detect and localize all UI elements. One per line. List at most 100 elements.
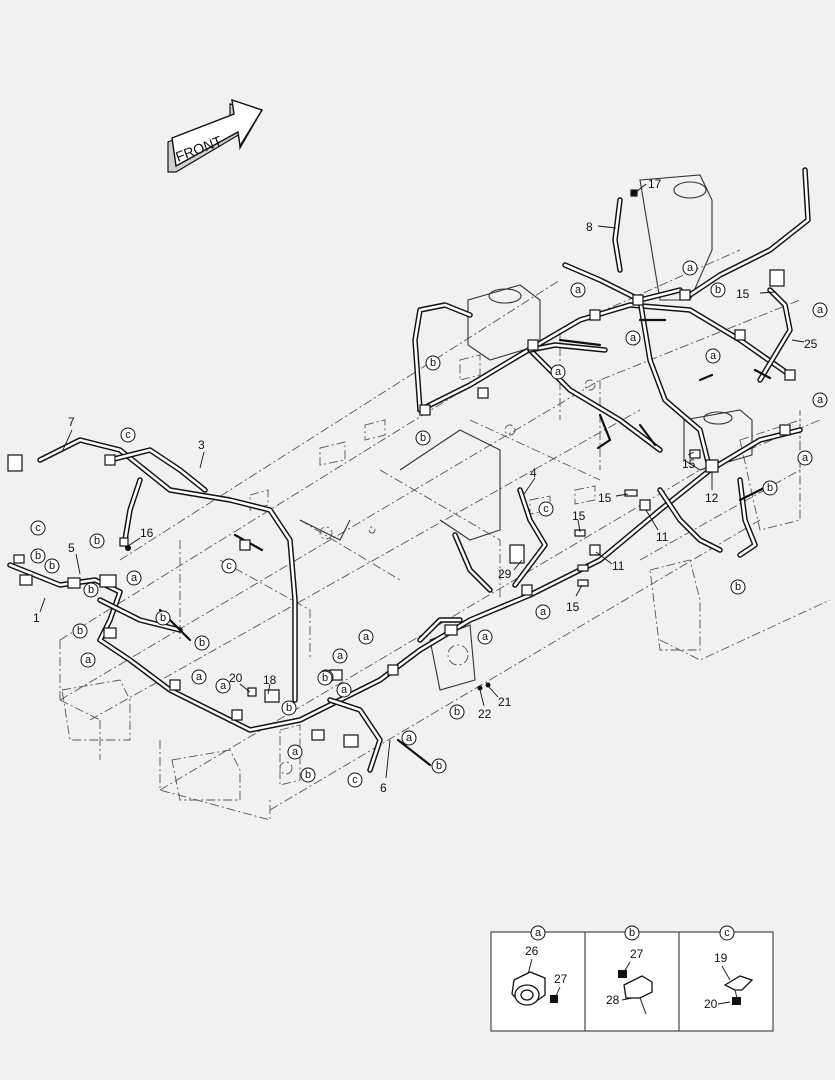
clip-badge-a: a (812, 392, 828, 408)
clip-badge-a: a (797, 450, 813, 466)
svg-text:a: a (196, 671, 203, 683)
callout-8: 8 (586, 220, 593, 234)
legend-part-27b: 27 (630, 947, 644, 961)
front-arrow-icon: FRONT (167, 98, 264, 173)
svg-text:b: b (715, 284, 721, 296)
callout-15b: 15 (682, 457, 696, 471)
svg-text:b: b (305, 769, 311, 781)
svg-text:b: b (454, 706, 460, 718)
legend-part-28: 28 (606, 993, 620, 1007)
svg-text:a: a (802, 452, 809, 464)
callout-16: 16 (140, 526, 154, 540)
clip-badge-b: b (762, 480, 778, 496)
clip-badge-a: a (336, 682, 352, 698)
branch-wires (10, 318, 772, 767)
svg-text:b: b (629, 927, 635, 939)
svg-text:a: a (482, 631, 489, 643)
callout-15c: 15 (598, 491, 612, 505)
clip-badge-a: a (682, 260, 698, 276)
svg-text:b: b (35, 550, 41, 562)
callout-25: 25 (804, 337, 818, 351)
svg-text:b: b (49, 560, 55, 572)
callout-15e: 15 (566, 600, 580, 614)
clip-badge-b: b (89, 533, 105, 549)
svg-text:a: a (363, 631, 370, 643)
clip-badge-b: b (431, 758, 447, 774)
clip-badge-b: b (72, 623, 88, 639)
callout-3: 3 (198, 438, 205, 452)
clip-badge-b: b (300, 767, 316, 783)
svg-text:a: a (131, 572, 138, 584)
clip-type-badges: abaaaaabbaabbccbbbbabbbaaaccaaaacbabbbac… (30, 260, 828, 788)
svg-text:a: a (630, 332, 637, 344)
legend: a 26 27 b 27 28 (490, 925, 774, 1032)
clip-badge-c: c (30, 520, 46, 536)
clip-badge-b: b (730, 579, 746, 595)
callout-11b: 11 (656, 530, 669, 544)
svg-text:a: a (540, 606, 547, 618)
clip-badge-a: a (550, 364, 566, 380)
main-harness (7, 167, 811, 773)
clip-badge-b: b (194, 635, 210, 651)
clip-badge-a: a (358, 629, 374, 645)
svg-text:b: b (767, 482, 773, 494)
clip-badge-a: a (126, 570, 142, 586)
clip-badge-a: a (570, 282, 586, 298)
callout-7: 7 (68, 415, 75, 429)
svg-text:a: a (535, 927, 542, 939)
svg-text:c: c (352, 774, 358, 786)
svg-text:c: c (35, 522, 41, 534)
svg-text:b: b (77, 625, 83, 637)
legend-panel-b: b 27 28 (606, 925, 653, 1015)
svg-text:c: c (226, 560, 232, 572)
callout-18: 18 (263, 673, 277, 687)
svg-text:a: a (406, 732, 413, 744)
callout-4: 4 (530, 466, 537, 480)
svg-text:b: b (430, 357, 436, 369)
clip-badge-c: c (120, 427, 136, 443)
svg-text:b: b (160, 612, 166, 624)
callout-6: 6 (380, 781, 387, 795)
callout-5: 5 (68, 541, 75, 555)
svg-text:c: c (543, 503, 549, 515)
svg-text:a: a (220, 680, 227, 692)
callouts: 1 3 4 5 6 7 8 11 11 12 15 15 15 15 15 16 (33, 177, 818, 795)
legend-part-27a: 27 (554, 972, 568, 986)
clips (7, 189, 796, 748)
clip-badge-a: a (477, 629, 493, 645)
svg-text:a: a (687, 262, 694, 274)
svg-text:a: a (817, 394, 824, 406)
legend-badge-c: c (719, 925, 735, 941)
legend-part-19: 19 (714, 951, 728, 965)
clip-badge-b: b (415, 430, 431, 446)
clip-badge-b: b (281, 700, 297, 716)
svg-text:a: a (555, 366, 562, 378)
legend-panel-a: a 26 27 (511, 925, 568, 1006)
legend-panel-c: c 19 20 (704, 925, 754, 1011)
svg-text:b: b (322, 672, 328, 684)
callout-20: 20 (229, 671, 243, 685)
clip-badge-a: a (80, 652, 96, 668)
clip-badge-a: a (812, 302, 828, 318)
clip-badge-a: a (215, 678, 231, 694)
clip-badge-b: b (83, 582, 99, 598)
callout-1: 1 (33, 611, 40, 625)
svg-text:b: b (286, 702, 292, 714)
svg-text:c: c (724, 927, 730, 939)
clip-badge-b: b (44, 558, 60, 574)
svg-text:b: b (436, 760, 442, 772)
legend-badge-b: b (624, 925, 640, 941)
svg-text:a: a (85, 654, 92, 666)
svg-text:a: a (575, 284, 582, 296)
svg-text:c: c (125, 429, 131, 441)
callout-11a: 11 (612, 559, 625, 573)
clip-badge-a: a (535, 604, 551, 620)
svg-text:b: b (420, 432, 426, 444)
clip-badge-a: a (705, 348, 721, 364)
legend-part-20: 20 (704, 997, 718, 1011)
clip-badge-c: c (221, 558, 237, 574)
clip-badge-a: a (332, 648, 348, 664)
legend-badge-a: a (530, 925, 546, 941)
clip-badge-a: a (191, 669, 207, 685)
